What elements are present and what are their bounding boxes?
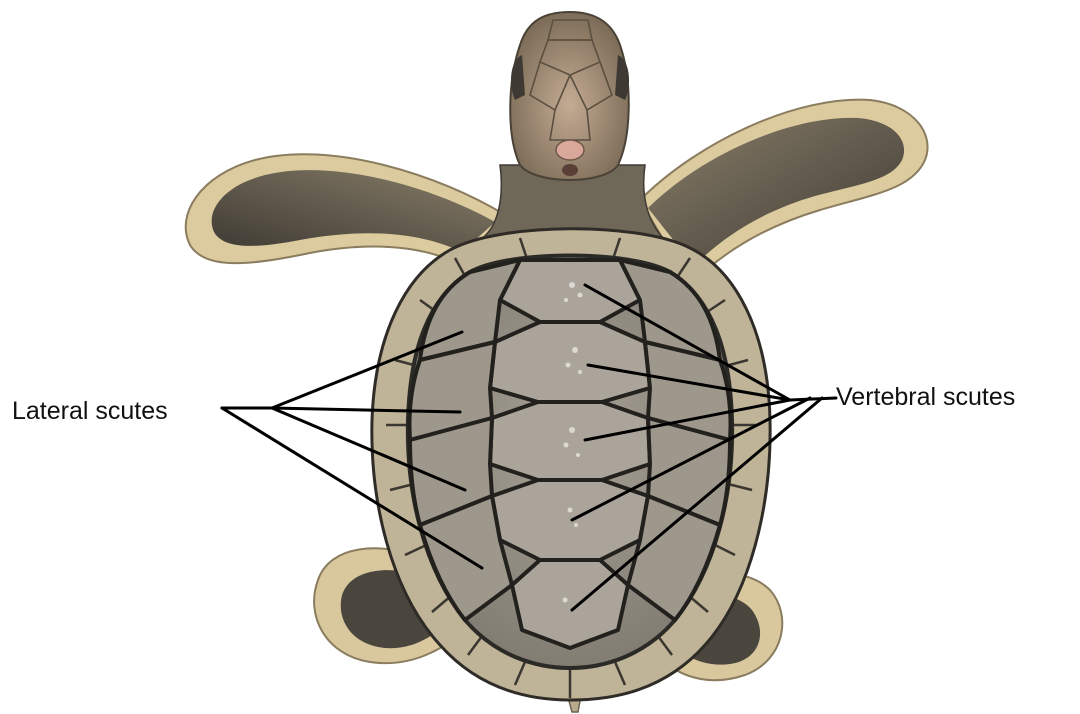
vertebral-scutes-label: Vertebral scutes	[836, 385, 1015, 410]
vertebral-scute-1	[500, 260, 640, 322]
vertebral-scute-2	[490, 322, 650, 402]
turtle-head	[510, 12, 629, 180]
lateral-scutes-label: Lateral scutes	[12, 399, 168, 424]
vertebral-scute-3	[490, 402, 650, 480]
vertebral-scute-5	[512, 560, 628, 648]
